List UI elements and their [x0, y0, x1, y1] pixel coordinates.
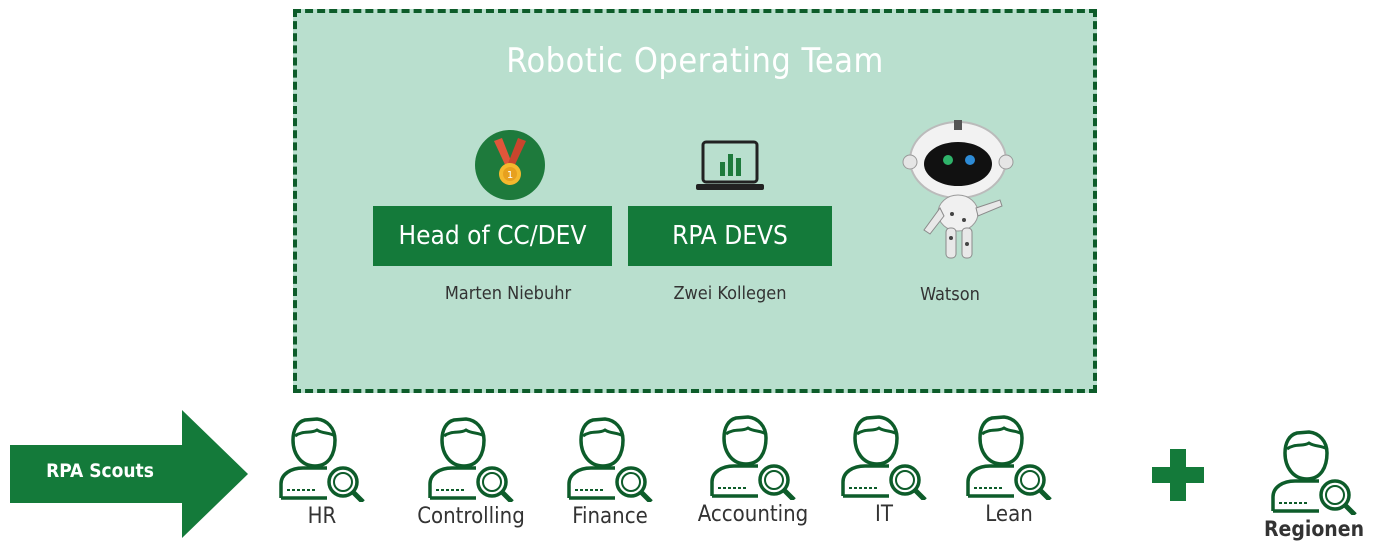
user-search-icon	[279, 417, 365, 502]
robot-icon	[902, 120, 1014, 259]
user-search-icon	[1271, 430, 1357, 515]
user-search-icon	[567, 417, 653, 502]
user-search-icon	[841, 415, 927, 500]
role-head-of-cc-dev: Head of CC/DEV	[373, 206, 612, 266]
role-rpa-devs-subtitle: Zwei Kollegen	[673, 283, 787, 304]
scout-controlling: Controlling	[406, 412, 536, 529]
team-title: Robotic Operating Team	[506, 41, 884, 81]
role-rpa-devs: RPA DEVS	[628, 206, 832, 266]
scout-label-finance: Finance	[572, 504, 648, 529]
svg-text:1: 1	[507, 170, 513, 181]
rpa-scouts-label: RPA Scouts	[46, 460, 154, 482]
medal-icon: 1	[475, 130, 545, 200]
role-head-subtitle: Marten Niebuhr	[444, 283, 572, 304]
scout-hr: HR	[257, 412, 387, 529]
robot-name: Watson	[920, 284, 980, 305]
plus-icon	[1152, 449, 1204, 501]
scout-label-it: IT	[875, 502, 893, 527]
scout-label-controlling: Controlling	[417, 504, 525, 529]
scout-finance: Finance	[545, 412, 675, 529]
laptop-chart-icon	[696, 140, 764, 190]
scout-regionen: Regionen	[1249, 425, 1379, 541]
user-search-icon	[966, 415, 1052, 500]
scout-label-regionen: Regionen	[1263, 517, 1365, 541]
user-search-icon	[710, 415, 796, 500]
scout-lean: Lean	[944, 410, 1074, 527]
scout-label-lean: Lean	[985, 502, 1033, 527]
scout-label-accounting: Accounting	[697, 502, 809, 527]
scout-label-hr: HR	[307, 504, 337, 529]
rpa-scouts-arrow	[10, 410, 248, 538]
scout-accounting: Accounting	[688, 410, 818, 527]
user-search-icon	[428, 417, 514, 502]
scout-it: IT	[819, 410, 949, 527]
